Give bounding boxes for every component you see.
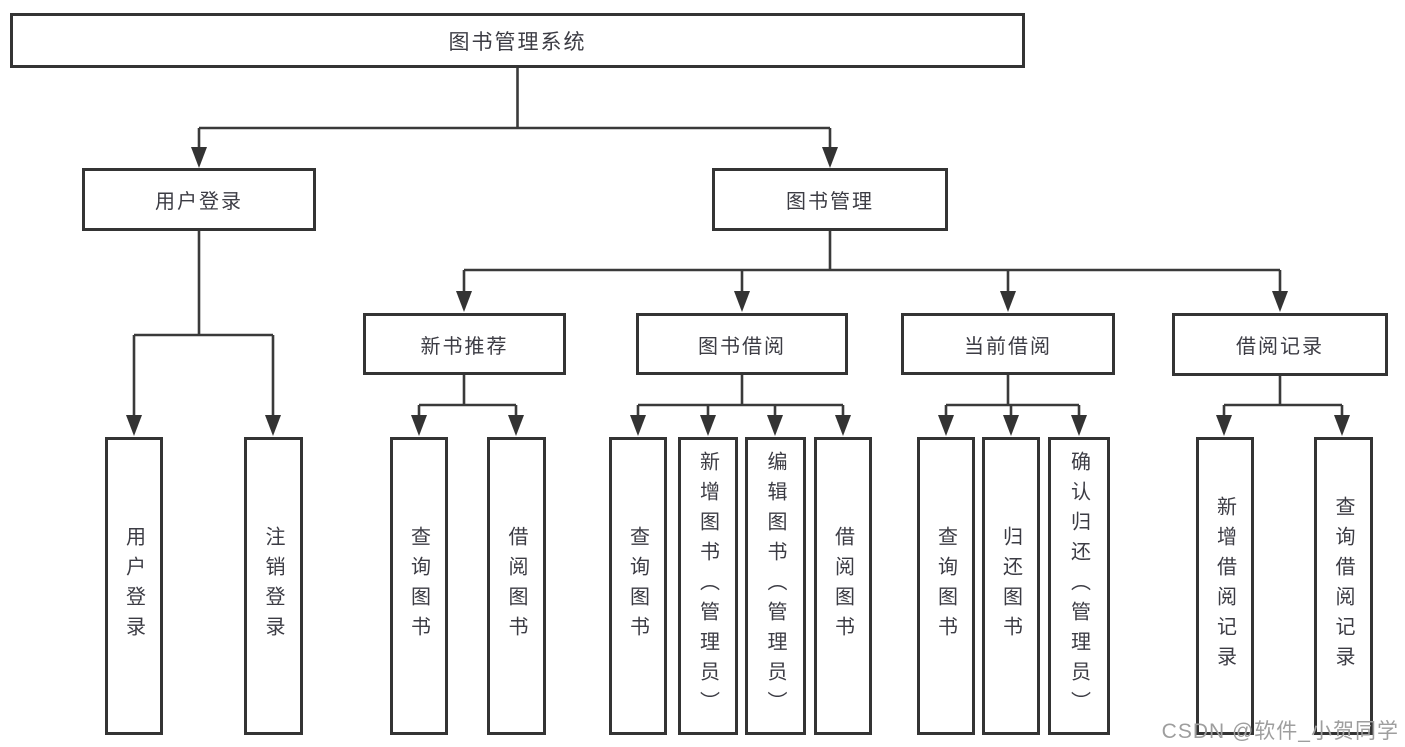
- leaf-query-borrow-record: 查询借阅记录: [1314, 437, 1373, 735]
- node-user-login: 用户登录: [82, 168, 316, 231]
- leaf-return-book: 归还图书: [982, 437, 1040, 735]
- csdn-watermark: CSDN @软件_小贺同学: [1161, 720, 1399, 743]
- leaf-logout: 注销登录: [244, 437, 303, 735]
- leaf-query-book-borrow: 查询图书: [609, 437, 667, 735]
- node-library-management-system: 图书管理系统: [10, 13, 1025, 68]
- node-book-management: 图书管理: [712, 168, 948, 231]
- leaf-edit-book-admin: 编辑图书（管理员）: [745, 437, 806, 735]
- leaf-confirm-return-admin: 确认归还（管理员）: [1048, 437, 1110, 735]
- leaf-borrow-book: 借阅图书: [814, 437, 872, 735]
- node-new-book-recommend: 新书推荐: [363, 313, 566, 375]
- leaf-add-borrow-record: 新增借阅记录: [1196, 437, 1254, 735]
- leaf-query-book-recommend: 查询图书: [390, 437, 448, 735]
- leaf-borrow-book-recommend: 借阅图书: [487, 437, 546, 735]
- leaf-add-book-admin: 新增图书（管理员）: [678, 437, 738, 735]
- node-current-borrow: 当前借阅: [901, 313, 1115, 375]
- node-borrow-record: 借阅记录: [1172, 313, 1388, 376]
- node-book-borrow: 图书借阅: [636, 313, 848, 375]
- leaf-user-login: 用户登录: [105, 437, 163, 735]
- leaf-query-book-current: 查询图书: [917, 437, 975, 735]
